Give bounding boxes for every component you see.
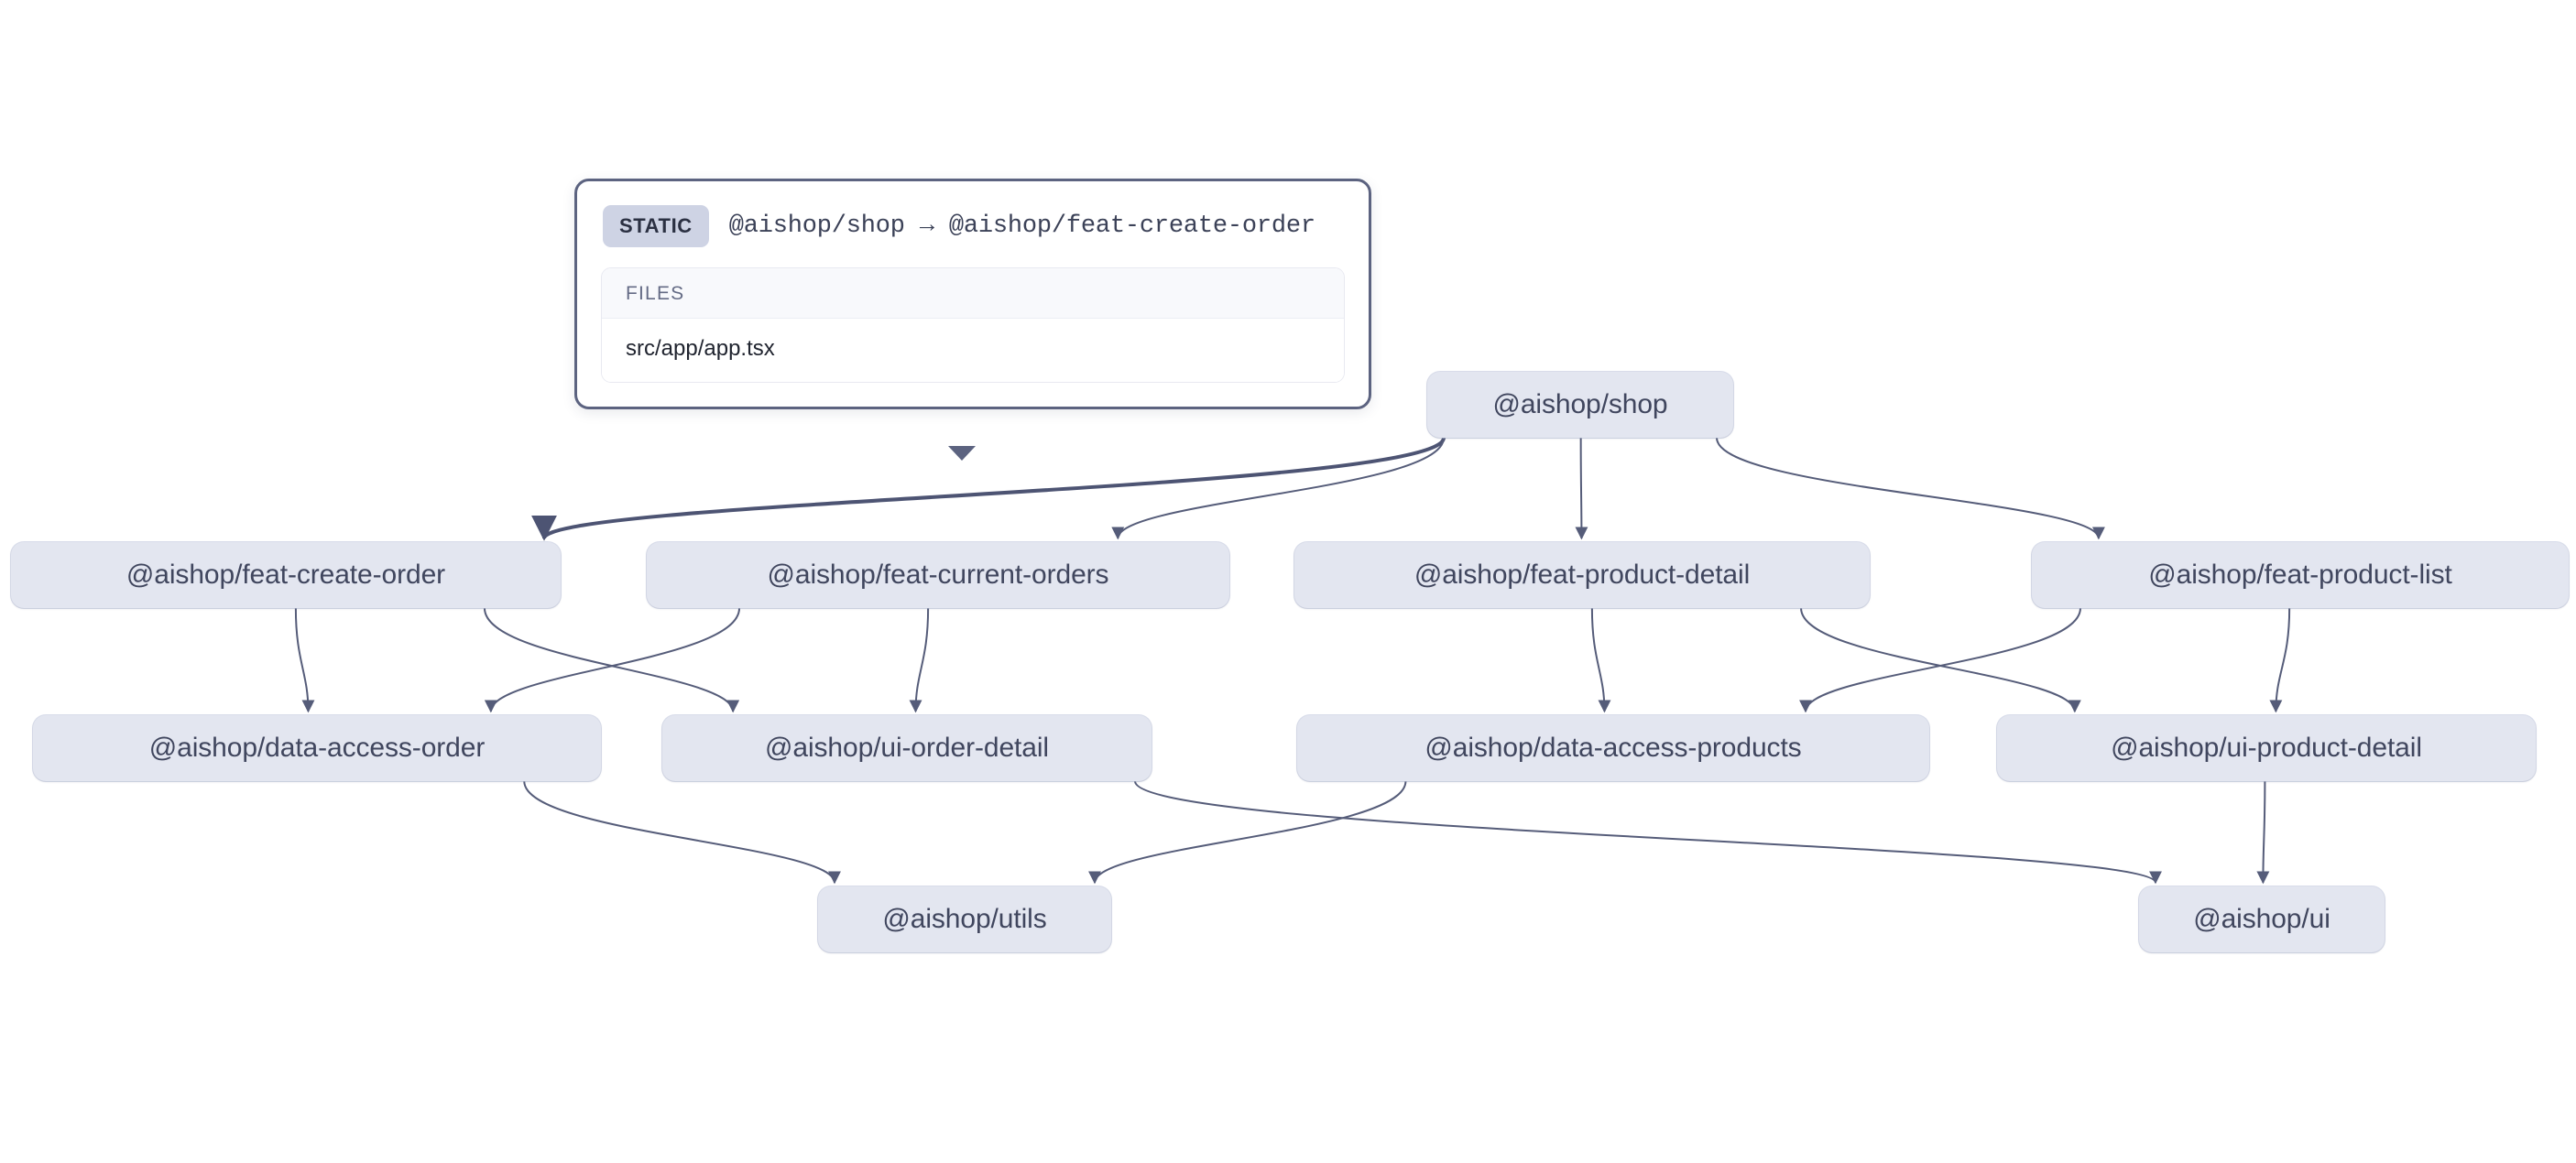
- dependency-tooltip-card[interactable]: STATIC @aishop/shop → @aishop/feat-creat…: [574, 179, 1371, 409]
- graph-node-label: @aishop/ui-product-detail: [2111, 733, 2422, 763]
- graph-edge-feat-current-orders-to-ui-order-detail[interactable]: [909, 607, 930, 713]
- files-panel: FILES src/app/app.tsx: [601, 267, 1345, 383]
- graph-edge-feat-current-orders-to-data-access-order[interactable]: [484, 607, 741, 713]
- graph-edge-feat-product-detail-to-data-access-products[interactable]: [1590, 607, 1611, 713]
- static-dependency-badge: STATIC: [603, 205, 709, 247]
- graph-edge-ui-order-detail-to-ui[interactable]: [1134, 780, 2162, 885]
- graph-node-label: @aishop/data-access-order: [148, 733, 486, 763]
- graph-node-label: @aishop/feat-product-detail: [1414, 560, 1751, 590]
- graph-edge-shop-to-feat-create-order[interactable]: [531, 437, 1446, 541]
- graph-node-ui-order-detail[interactable]: @aishop/ui-order-detail: [662, 715, 1152, 781]
- graph-edge-feat-create-order-to-data-access-order[interactable]: [294, 607, 315, 713]
- graph-edge-ui-product-detail-to-ui[interactable]: [2256, 780, 2270, 885]
- files-panel-header: FILES: [602, 268, 1344, 319]
- graph-node-feat-current-orders[interactable]: @aishop/feat-current-orders: [647, 542, 1229, 608]
- graph-node-label: @aishop/utils: [882, 904, 1047, 934]
- graph-node-feat-product-list[interactable]: @aishop/feat-product-list: [2032, 542, 2569, 608]
- graph-node-label: @aishop/feat-current-orders: [767, 560, 1109, 590]
- graph-node-data-access-products[interactable]: @aishop/data-access-products: [1297, 715, 1929, 781]
- graph-node-label: @aishop/ui: [2193, 904, 2330, 934]
- graph-edge-shop-to-feat-product-detail[interactable]: [1575, 437, 1588, 540]
- files-header-label: FILES: [626, 283, 685, 304]
- graph-node-ui-product-detail[interactable]: @aishop/ui-product-detail: [1997, 715, 2536, 781]
- graph-edge-feat-product-list-to-ui-product-detail[interactable]: [2269, 607, 2291, 713]
- graph-edge-shop-to-feat-product-list[interactable]: [1716, 437, 2105, 540]
- graph-node-feat-create-order[interactable]: @aishop/feat-create-order: [11, 542, 561, 608]
- dependency-route-label: @aishop/shop → @aishop/feat-create-order: [728, 212, 1315, 240]
- graph-node-feat-product-detail[interactable]: @aishop/feat-product-detail: [1294, 542, 1870, 608]
- files-list: src/app/app.tsx: [602, 319, 1344, 382]
- graph-node-label: @aishop/ui-order-detail: [765, 733, 1049, 763]
- graph-edge-feat-product-detail-to-ui-product-detail[interactable]: [1800, 607, 2081, 713]
- tooltip-header: STATIC @aishop/shop → @aishop/feat-creat…: [601, 201, 1345, 247]
- graph-edge-feat-create-order-to-ui-order-detail[interactable]: [483, 607, 740, 713]
- graph-edge-data-access-order-to-utils[interactable]: [523, 780, 841, 885]
- file-row[interactable]: src/app/app.tsx: [602, 319, 1344, 382]
- graph-node-shop[interactable]: @aishop/shop: [1427, 372, 1733, 438]
- graph-edge-shop-to-feat-current-orders[interactable]: [1111, 437, 1445, 540]
- graph-edge-feat-product-list-to-data-access-products[interactable]: [1799, 607, 2081, 713]
- graph-node-label: @aishop/shop: [1492, 389, 1668, 419]
- graph-node-label: @aishop/feat-create-order: [126, 560, 446, 590]
- graph-node-label: @aishop/feat-product-list: [2148, 560, 2452, 590]
- graph-node-data-access-order[interactable]: @aishop/data-access-order: [33, 715, 601, 781]
- graph-node-label: @aishop/data-access-products: [1424, 733, 1802, 763]
- tooltip-pointer-triangle: [948, 446, 976, 461]
- graph-edge-data-access-products-to-utils[interactable]: [1088, 780, 1407, 885]
- graph-node-ui[interactable]: @aishop/ui: [2139, 886, 2385, 952]
- graph-node-utils[interactable]: @aishop/utils: [818, 886, 1111, 952]
